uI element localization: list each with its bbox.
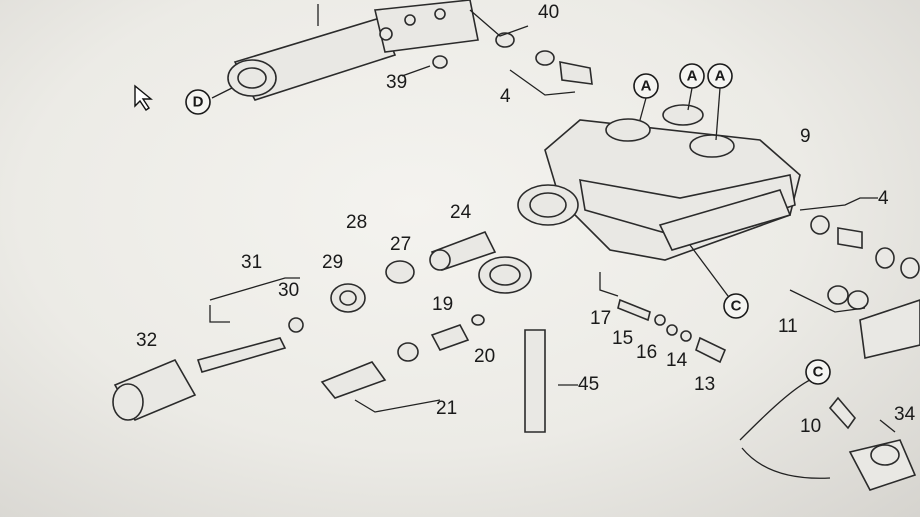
shaft-assembly xyxy=(227,0,479,101)
manifold-housing xyxy=(478,104,801,294)
callout-c-1: C xyxy=(723,293,749,319)
callout-a-3: A xyxy=(707,63,733,89)
label-40: 40 xyxy=(538,2,559,23)
label-31: 31 xyxy=(241,252,262,273)
svg-text:D: D xyxy=(193,94,204,111)
label-32: 32 xyxy=(136,330,157,351)
label-45: 45 xyxy=(578,374,599,395)
label-24: 24 xyxy=(450,202,472,223)
label-17: 17 xyxy=(590,308,611,329)
callout-a-1: A xyxy=(633,73,659,99)
label-21: 21 xyxy=(436,398,457,419)
seal-group-top xyxy=(401,9,593,96)
svg-text:A: A xyxy=(715,68,726,85)
label-15: 15 xyxy=(612,328,633,349)
label-34: 34 xyxy=(894,404,916,425)
label-16: 16 xyxy=(636,342,657,363)
label-11: 11 xyxy=(778,316,798,337)
mouse-cursor-icon xyxy=(134,84,153,111)
label-4-right: 4 xyxy=(878,188,889,209)
label-27: 27 xyxy=(390,234,411,255)
label-19: 19 xyxy=(432,294,453,315)
callout-d: D xyxy=(185,89,211,115)
callout-c-2: C xyxy=(805,359,831,385)
label-13: 13 xyxy=(694,374,715,395)
label-14: 14 xyxy=(666,350,688,371)
label-4-top: 4 xyxy=(500,86,511,107)
label-29: 29 xyxy=(322,252,343,273)
svg-text:C: C xyxy=(731,298,742,315)
callout-leaders xyxy=(211,87,729,297)
left-parts xyxy=(112,230,578,433)
valve-small-parts xyxy=(599,272,727,364)
svg-text:A: A xyxy=(641,78,652,95)
label-20: 20 xyxy=(474,346,495,367)
callout-a-2: A xyxy=(679,63,705,89)
label-30: 30 xyxy=(278,280,299,301)
label-28: 28 xyxy=(346,212,367,233)
svg-text:C: C xyxy=(813,364,824,381)
label-10: 10 xyxy=(800,416,821,437)
right-parts xyxy=(739,197,920,491)
svg-text:A: A xyxy=(687,68,698,85)
label-39: 39 xyxy=(386,72,407,93)
label-9: 9 xyxy=(800,126,811,147)
